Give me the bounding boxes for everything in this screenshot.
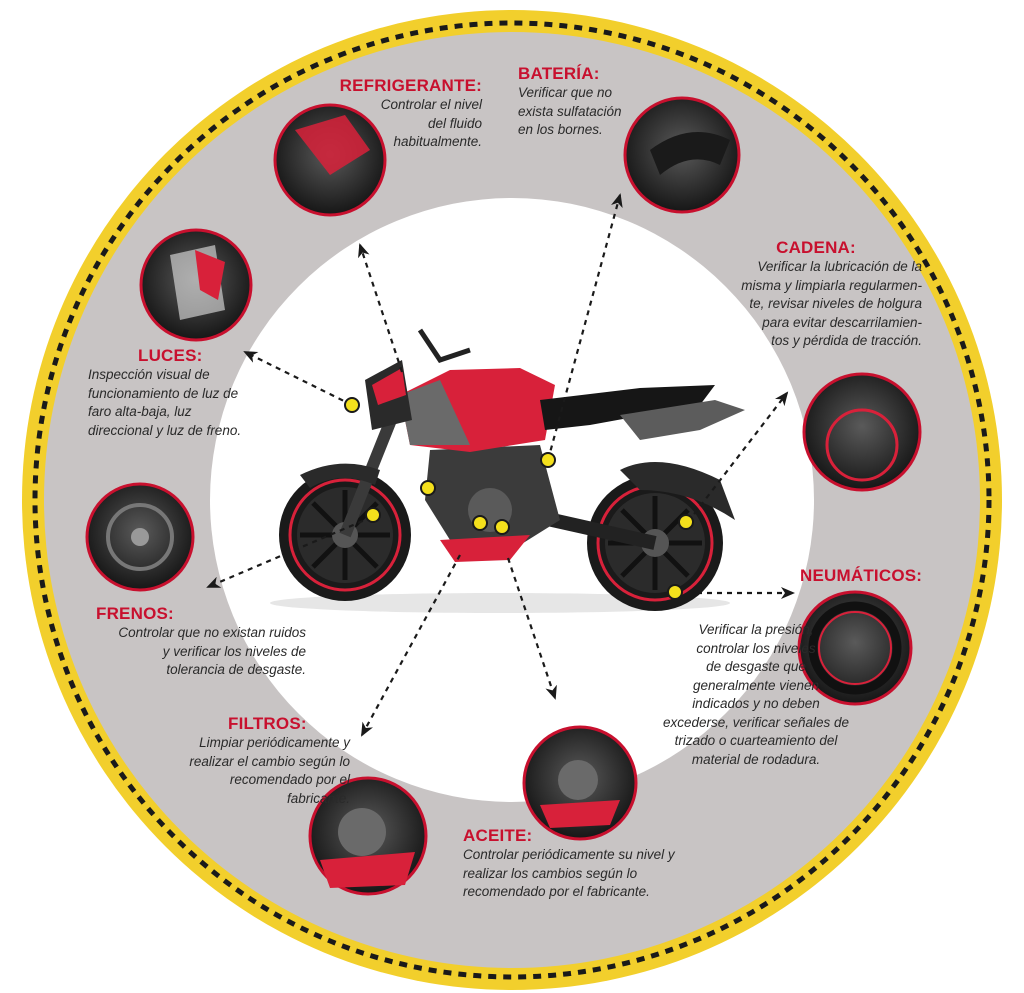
- aceite-title: ACEITE:: [463, 826, 533, 845]
- arrow-refrigerante: [358, 243, 404, 373]
- cadena-text: Verificar la lubricación de la misma y l…: [741, 259, 922, 348]
- aceite-text: Controlar periódicamente su nivel y real…: [463, 847, 675, 899]
- marker-frenos: [365, 507, 381, 523]
- luces-text: Inspección visual de funcionamiento de l…: [88, 367, 242, 438]
- frenos-title: FRENOS:: [96, 604, 174, 623]
- refrigerante-text: Controlar el nivel del fluido habitualme…: [380, 97, 482, 149]
- filtros-text: Limpiar periódicamente y realizar el cam…: [189, 735, 350, 806]
- label-aceite: ACEITE: Controlar periódicamente su nive…: [463, 826, 713, 902]
- detail-photo-luces: [139, 228, 253, 342]
- arrow-aceite: [506, 557, 557, 700]
- frenos-text: Controlar que no existan ruidos y verifi…: [118, 625, 306, 677]
- detail-photo-neumaticos: [797, 590, 913, 706]
- detail-photo-refrigerante: [273, 103, 387, 217]
- marker-aceite: [494, 519, 510, 535]
- refrigerante-title: REFRIGERANTE:: [339, 76, 482, 95]
- marker-filtros: [472, 515, 488, 531]
- detail-photo-frenos: [85, 482, 195, 592]
- neumaticos-text: Verificar la presión, controlar los nive…: [662, 622, 850, 767]
- label-bateria: BATERÍA: Verificar que no exista sulfata…: [518, 64, 668, 140]
- detail-photo-filtros: [308, 776, 428, 896]
- label-refrigerante: REFRIGERANTE: Controlar el nivel del flu…: [330, 76, 482, 152]
- detail-photo-aceite: [522, 725, 638, 841]
- label-neumaticos: NEUMÁTICOS:: [800, 566, 923, 586]
- arrow-cadena: [687, 391, 789, 523]
- luces-title: LUCES:: [138, 346, 203, 365]
- motorcycle-illustration: [270, 328, 745, 613]
- arrow-filtros: [361, 554, 461, 737]
- detail-photo-bateria: [623, 96, 741, 214]
- bateria-text: Verificar que no exista sulfatación en l…: [518, 85, 622, 137]
- filtros-title: FILTROS:: [228, 714, 307, 733]
- label-luces: LUCES: Inspección visual de funcionamien…: [88, 346, 258, 440]
- label-neumaticos-text: Verificar la presión, controlar los nive…: [636, 621, 876, 769]
- marker-cadena: [678, 514, 694, 530]
- marker-luces: [344, 397, 360, 413]
- cadena-title: CADENA:: [776, 238, 856, 257]
- detail-photo-cadena: [802, 372, 922, 492]
- marker-bateria: [540, 452, 556, 468]
- label-frenos: FRENOS: Controlar que no existan ruidos …: [96, 604, 306, 680]
- label-cadena: CADENA: Verificar la lubricación de la m…: [690, 238, 922, 351]
- inspection-markers: [344, 397, 694, 600]
- bateria-title: BATERÍA:: [518, 64, 600, 83]
- neumaticos-title: NEUMÁTICOS:: [800, 566, 923, 585]
- marker-neumaticos: [667, 584, 683, 600]
- connector-arrows: [206, 193, 795, 737]
- label-filtros: FILTROS: Limpiar periódicamente y realiz…: [160, 714, 350, 808]
- marker-refrigerante: [420, 480, 436, 496]
